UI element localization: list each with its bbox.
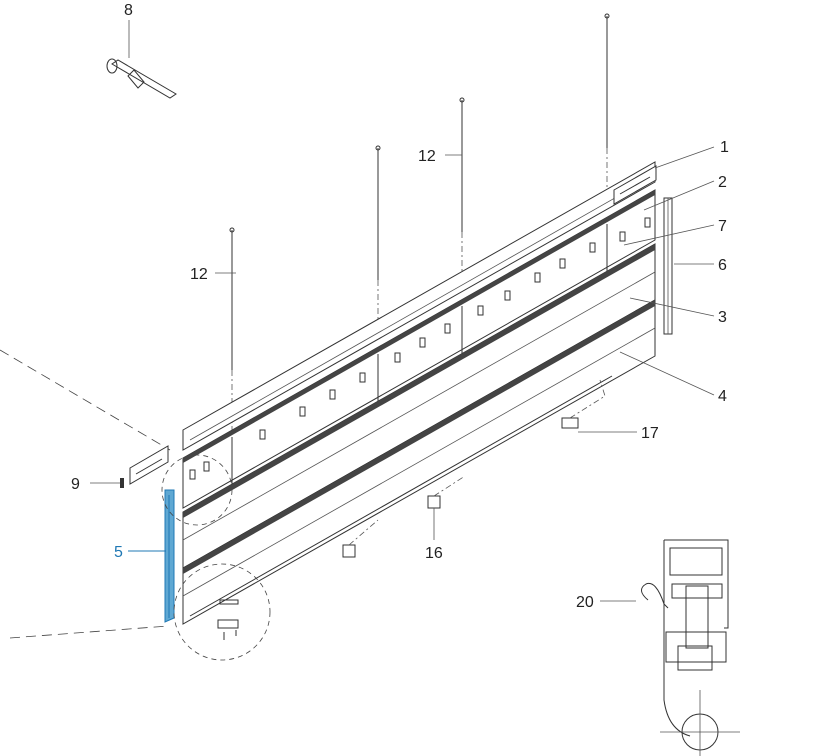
top-rail-part-1 [182, 161, 656, 451]
hook-slots [189, 217, 651, 480]
lock-right [613, 165, 657, 205]
leader-lines [90, 146, 715, 602]
clip-part-16 [342, 475, 466, 558]
callout-12-left: 12 [190, 266, 208, 283]
callout-1: 1 [720, 139, 729, 156]
callout-8: 8 [124, 2, 133, 19]
detail-circle-lower [173, 563, 271, 661]
construction-line-bottom [9, 625, 169, 639]
callout-12-upper: 12 [418, 148, 436, 165]
callout-7: 7 [718, 218, 727, 235]
callout-2: 2 [718, 174, 727, 191]
cross-section-detail [641, 539, 740, 756]
callout-9: 9 [71, 476, 80, 493]
callout-20: 20 [576, 594, 594, 611]
rivet-part-8 [106, 20, 177, 99]
callout-4: 4 [718, 388, 727, 405]
detail-circle-upper [161, 454, 233, 526]
end-post-part-6 [663, 197, 673, 335]
callout-17: 17 [641, 425, 659, 442]
callout-5: 5 [114, 544, 123, 561]
clip-part-17 [561, 379, 606, 429]
corner-post-part-5[interactable] [164, 489, 175, 623]
hinge-parts [217, 599, 239, 640]
construction-line-top [0, 349, 171, 451]
side-panel-part-4 [182, 299, 656, 625]
lock-part-9 [120, 445, 169, 488]
rods-part-12 [229, 13, 610, 440]
callout-16: 16 [425, 545, 443, 562]
side-panel-part-3 [182, 243, 656, 569]
callout-6: 6 [718, 257, 727, 274]
hook-panel-part-2 [182, 189, 656, 509]
callout-3: 3 [718, 309, 727, 326]
